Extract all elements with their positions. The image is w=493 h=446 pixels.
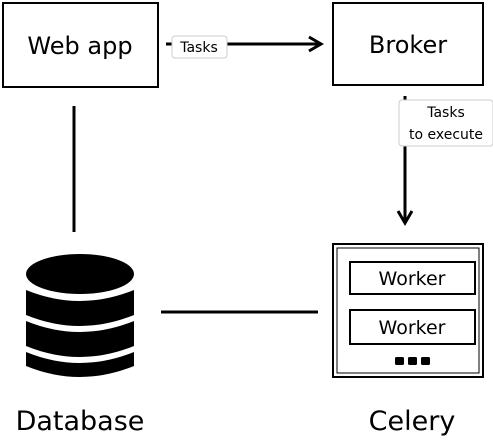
- edge-web-to-broker: Tasks: [166, 35, 324, 59]
- worker-box: Worker: [349, 261, 476, 295]
- edge-label-line-2: to execute: [409, 127, 483, 143]
- edge-label-tasks: Tasks: [179, 40, 218, 56]
- web-app-node: Web app: [2, 2, 159, 88]
- broker-label: Broker: [369, 31, 447, 59]
- broker-node: Broker: [332, 2, 484, 86]
- ellipsis-icon: [395, 357, 430, 365]
- celery-label: Celery: [369, 406, 456, 437]
- edge-label-box: [398, 99, 493, 147]
- edge-broker-to-celery: Tasks to execute: [396, 96, 493, 226]
- edge-label-line-1: Tasks: [426, 105, 465, 121]
- database-label: Database: [16, 406, 145, 437]
- arrowhead-down-icon: [396, 210, 414, 226]
- worker-label: Worker: [379, 268, 446, 290]
- celery-node: Worker Worker: [332, 243, 484, 378]
- web-app-label: Web app: [27, 32, 132, 60]
- database-cylinder-icon: [26, 254, 134, 377]
- worker-box: Worker: [349, 309, 476, 345]
- worker-label: Worker: [379, 317, 446, 339]
- edge-label-box: [171, 35, 228, 59]
- arrowhead-right-icon: [308, 35, 324, 53]
